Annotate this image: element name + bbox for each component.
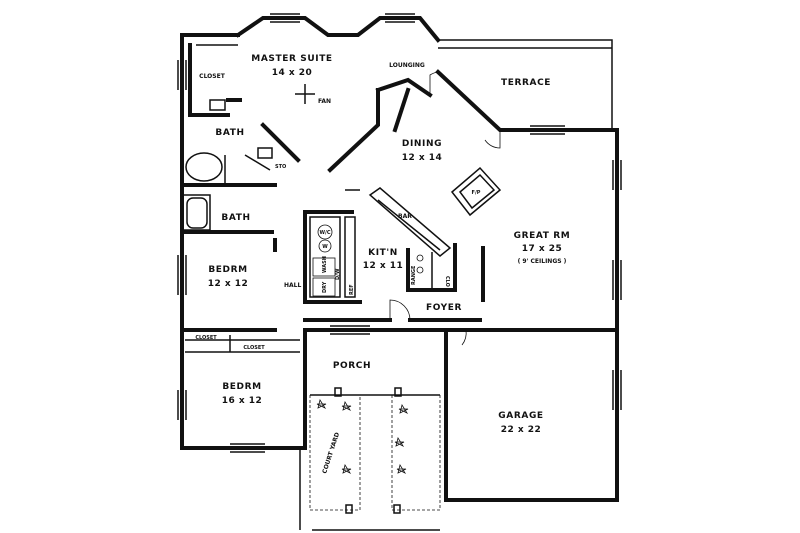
courtyard xyxy=(299,330,441,531)
great-room-label: GREAT RM xyxy=(514,231,571,241)
washer-label: WASH xyxy=(322,256,328,273)
clo-label: CLO xyxy=(444,276,450,287)
bedroom-1-label: BEDRM xyxy=(208,265,247,275)
master-suite-size: 14 x 20 xyxy=(272,68,313,78)
dining-label: DINING xyxy=(402,139,442,149)
foyer-label: FOYER xyxy=(426,303,462,313)
garage-size: 22 x 22 xyxy=(501,425,542,435)
plant-icon xyxy=(316,398,409,474)
fireplace-label: F/P xyxy=(472,190,481,196)
bath-master-label: BATH xyxy=(215,128,244,138)
windows xyxy=(177,13,622,453)
porch-label: PORCH xyxy=(333,361,371,371)
interior-walls xyxy=(180,43,619,353)
range-label: RANGE xyxy=(411,265,417,285)
wc-label: W/C xyxy=(319,230,330,236)
door-swings xyxy=(389,71,501,346)
dw-label: D/W xyxy=(335,268,341,280)
hall-label: HALL xyxy=(284,282,301,289)
fixtures xyxy=(185,84,502,298)
room-labels: MASTER SUITE 14 x 20 LOUNGING TERRACE CL… xyxy=(195,54,571,475)
lounging-label: LOUNGING xyxy=(389,62,425,69)
bedroom-2-size: 16 x 12 xyxy=(222,396,263,406)
kitchen-size: 12 x 11 xyxy=(363,261,404,271)
closet-master-label: CLOSET xyxy=(199,73,226,80)
closet-bed-2-label: CLOSET xyxy=(243,345,265,351)
sto-label: STO xyxy=(275,164,286,170)
dining-size: 12 x 14 xyxy=(402,153,443,163)
w-label: W xyxy=(322,244,328,250)
great-room-size: 17 x 25 xyxy=(522,244,563,254)
bar-label: BAR xyxy=(398,213,412,220)
kitchen-label: KIT'N xyxy=(368,248,398,258)
bedroom-1-size: 12 x 12 xyxy=(208,279,249,289)
bath-hall-label: BATH xyxy=(221,213,250,223)
terrace-label: TERRACE xyxy=(501,78,551,88)
master-suite-label: MASTER SUITE xyxy=(251,54,332,64)
ref-label: REF xyxy=(349,284,355,295)
court-yard-label: COURT YARD xyxy=(321,432,341,475)
dryer-label: DRY xyxy=(322,281,328,293)
great-room-note: ( 9' CEILINGS ) xyxy=(518,258,567,265)
bedroom-2-label: BEDRM xyxy=(222,382,261,392)
fan-label: FAN xyxy=(318,98,331,105)
closet-bed-1-label: CLOSET xyxy=(195,335,217,341)
appliance-labels: W/C W WASH DRY D/W REF RANGE CLO xyxy=(319,230,450,295)
garage-label: GARAGE xyxy=(498,411,543,421)
